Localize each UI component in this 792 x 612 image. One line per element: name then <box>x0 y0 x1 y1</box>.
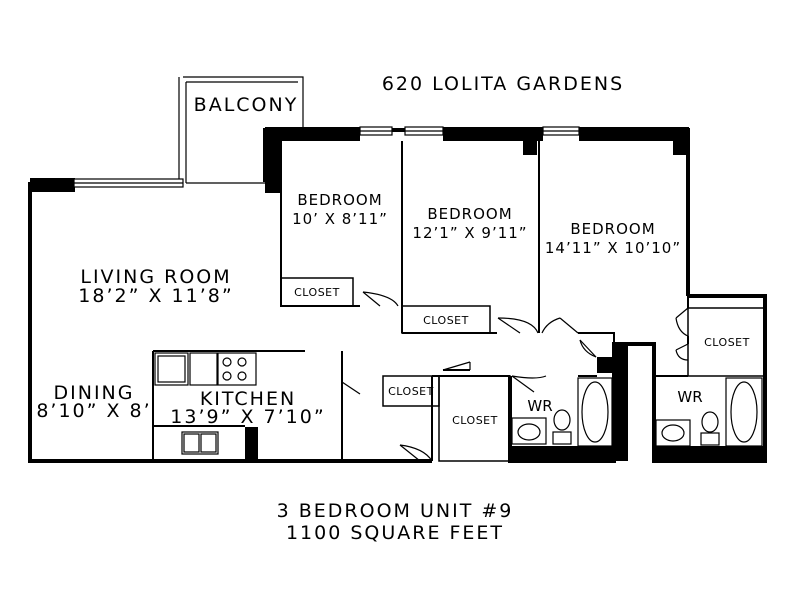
counter <box>189 352 218 386</box>
sink <box>181 431 219 455</box>
living-room-size: 18’2” X 11’8” <box>78 285 233 307</box>
stove <box>217 352 257 386</box>
balcony <box>178 76 304 184</box>
closets <box>280 277 766 462</box>
kitchen-label: KITCHEN <box>200 388 296 410</box>
closet-bedroom2-label: CLOSET <box>423 314 469 327</box>
plan-title: 620 LOLITA GARDENS <box>382 73 624 95</box>
bathtub <box>725 377 763 447</box>
bedroom3-size: 14’11” X 10’10” <box>545 239 681 257</box>
unit-description: 3 BEDROOM UNIT #9 <box>277 500 514 522</box>
closet-bedroom2 <box>401 305 491 334</box>
closet-hall-small-label: CLOSET <box>388 385 434 398</box>
bath2-label: WR <box>677 388 702 406</box>
balcony-label: BALCONY <box>194 94 299 116</box>
wall-blocks <box>30 127 765 461</box>
toilet <box>701 411 719 433</box>
unit-area: 1100 SQUARE FEET <box>286 522 504 544</box>
bedroom2-label: BEDROOM <box>427 205 512 223</box>
kitchen-size: 13’9” X 7’10” <box>170 406 325 428</box>
doors <box>341 291 689 462</box>
dining-size: 8’10” X 8’ <box>36 400 151 422</box>
bedroom3-label: BEDROOM <box>570 220 655 238</box>
bath1-fixtures <box>511 377 613 447</box>
closet-hall-label: CLOSET <box>452 414 498 427</box>
closet-bedroom1 <box>280 277 354 307</box>
toilet <box>553 409 571 431</box>
closet-hall <box>438 375 511 462</box>
dining-label: DINING <box>54 382 135 404</box>
bedroom1-size: 10’ X 8’11” <box>292 210 388 228</box>
closet-bedroom3 <box>687 307 766 377</box>
bathtub <box>577 377 613 447</box>
closet-bedroom1-label: CLOSET <box>294 286 340 299</box>
kitchen-fixtures <box>154 352 257 455</box>
closet-bedroom3-label: CLOSET <box>704 336 750 349</box>
windows <box>73 126 580 188</box>
bath2-fixtures <box>655 377 763 447</box>
bedroom2-size: 12’1” X 9’11” <box>412 224 527 242</box>
living-room-label: LIVING ROOM <box>80 266 231 288</box>
bedroom1-label: BEDROOM <box>297 191 382 209</box>
refrigerator <box>154 352 189 386</box>
bath1-label: WR <box>527 397 552 415</box>
